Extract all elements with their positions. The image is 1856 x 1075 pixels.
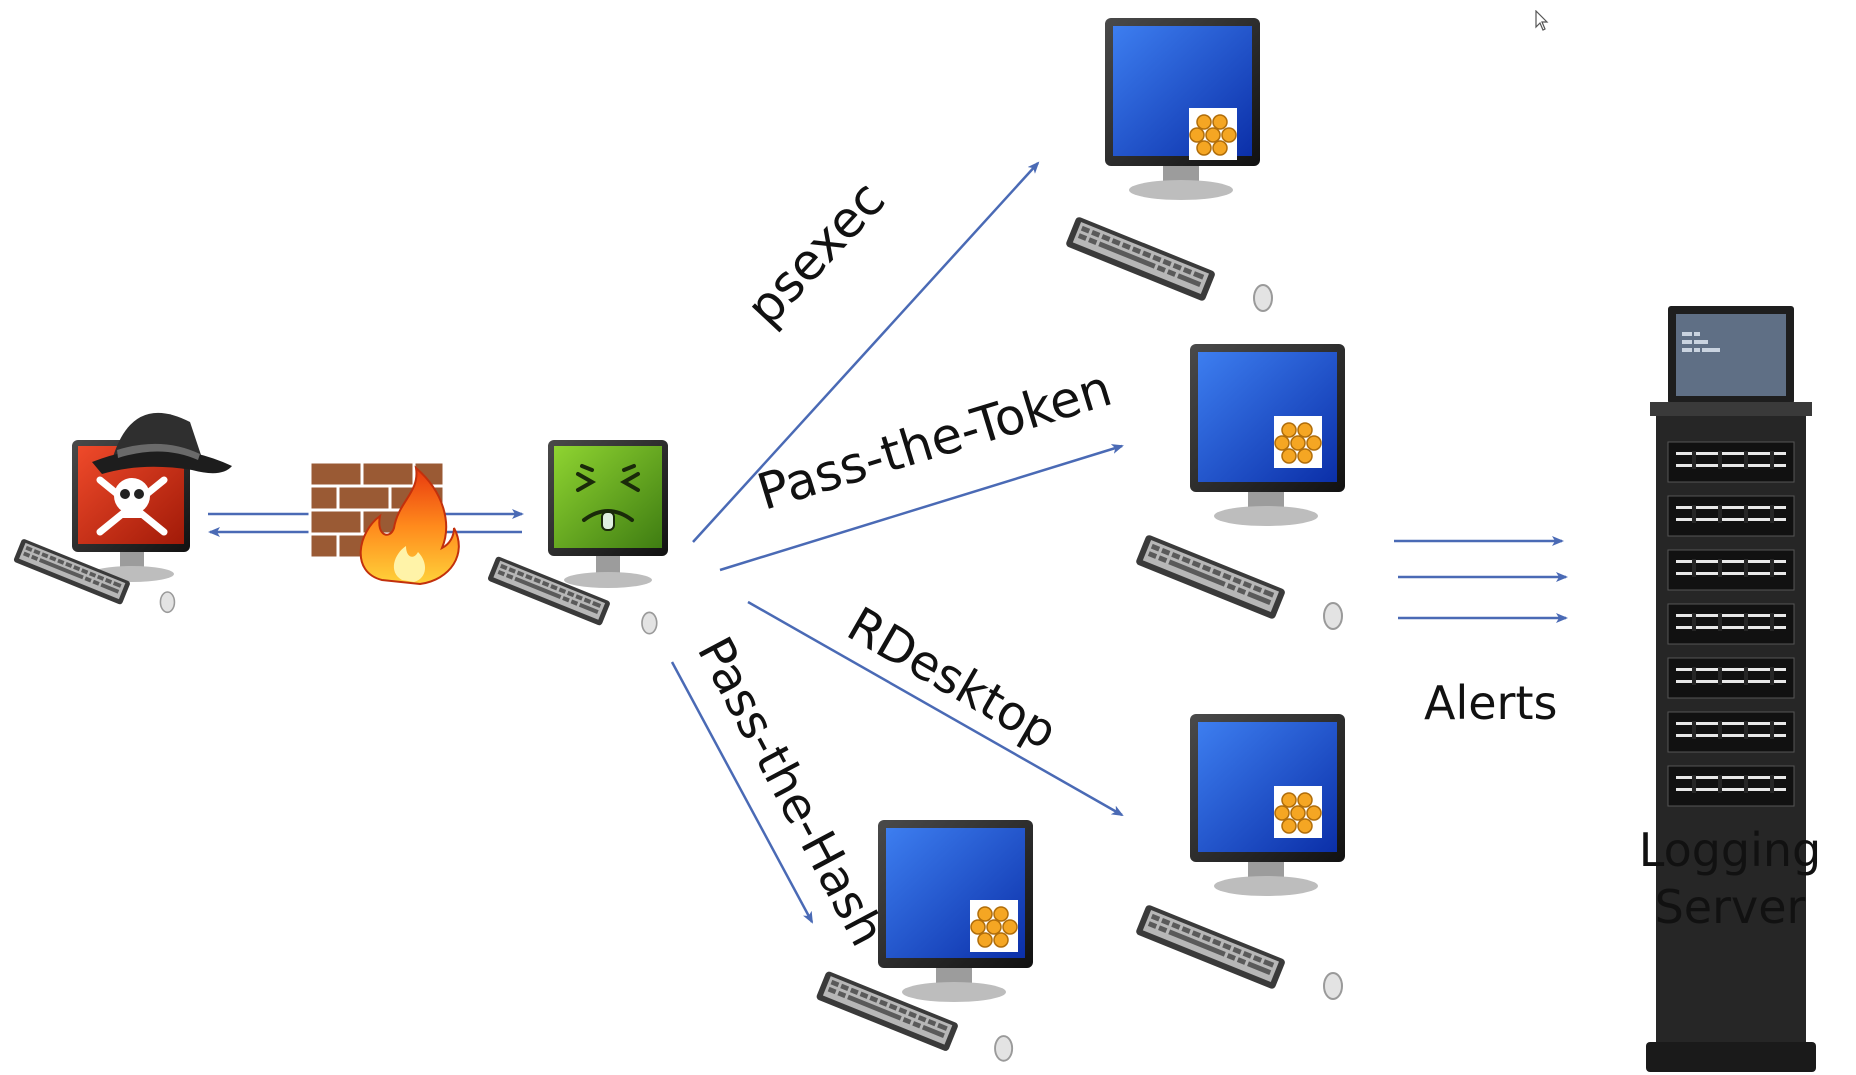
- pass-the-hash-arrow: [670, 661, 814, 924]
- skull-crossbones-icon: [96, 476, 168, 536]
- spy-hat-icon: [92, 412, 232, 474]
- honeycomb-icon: [1274, 416, 1322, 468]
- honeypot-computer-top: [1064, 18, 1273, 312]
- compromised-computer: [486, 440, 668, 635]
- connector-arrows: [208, 161, 1568, 924]
- mouse-pointer-icon: [1535, 9, 1551, 36]
- psexec-arrow: [692, 161, 1040, 543]
- pass-the-token-arrow: [719, 444, 1124, 572]
- server-screen-text: [1682, 332, 1720, 352]
- attacker-computer: [12, 412, 232, 614]
- logging-server-label-line1: Logging: [1638, 823, 1822, 877]
- alerts-label: Alerts: [1424, 676, 1558, 730]
- honeycomb-icon: [1189, 108, 1237, 160]
- honeycomb-icon: [970, 900, 1018, 952]
- rdesktop-arrow: [747, 600, 1124, 817]
- firewall-brick-flame-icon: [308, 460, 460, 586]
- honeypot-computer-lower-right: [1134, 714, 1345, 1000]
- logging-server-label-line2: Server: [1654, 880, 1806, 934]
- server-rack-icon: [1646, 306, 1816, 1072]
- logging-server-label: Logging Server: [1560, 822, 1856, 936]
- honeycomb-icon: [1274, 786, 1322, 838]
- server-drive-bays: [1667, 441, 1795, 807]
- honeypot-computer-middle: [1134, 344, 1345, 630]
- honeypot-computer-bottom: [814, 820, 1033, 1062]
- sick-face-icon: [576, 464, 640, 531]
